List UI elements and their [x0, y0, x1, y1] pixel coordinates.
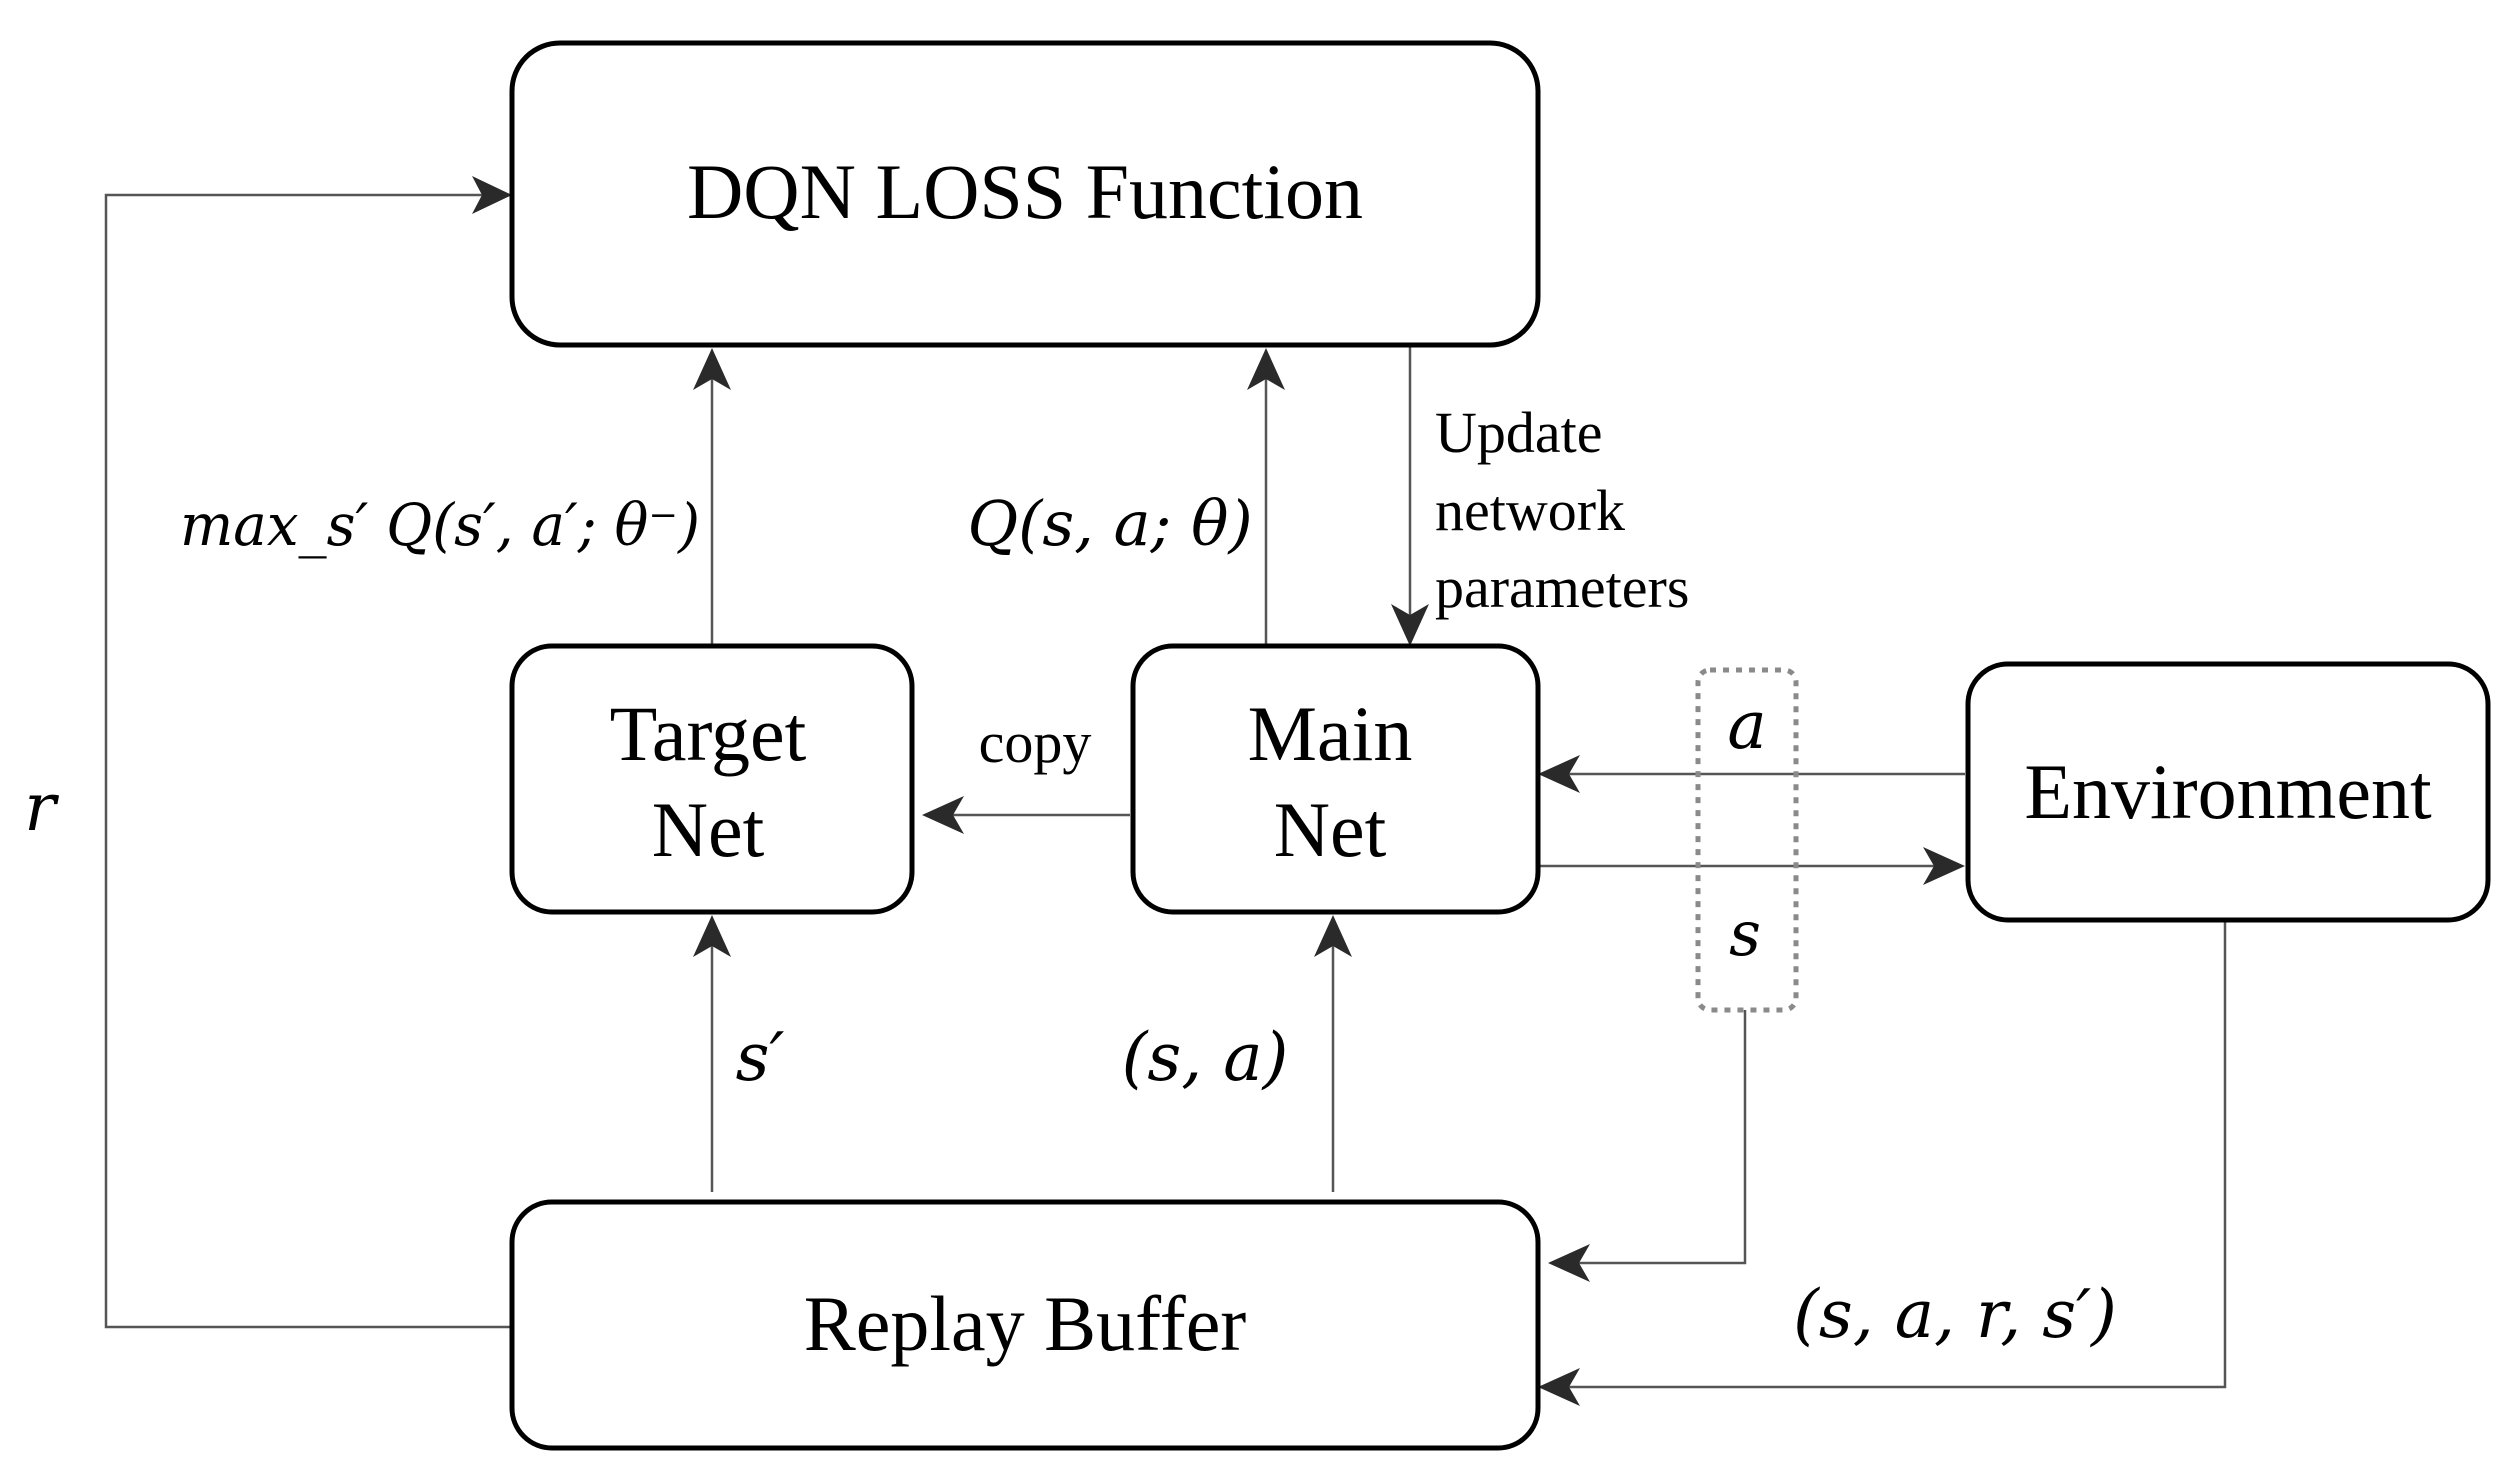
state-label: s	[1729, 897, 1761, 970]
reward-arrow-head	[472, 176, 512, 214]
action-state-group	[1695, 667, 1799, 1013]
buffer-to-main-head	[1314, 915, 1352, 957]
dqn-loss-label: DQN LOSS Function	[687, 148, 1363, 235]
environment-label: Environment	[2024, 748, 2432, 835]
reward-label: r	[24, 769, 59, 846]
state-action-label: (s, a)	[1122, 1019, 1289, 1096]
target-q-label: max_s′ Q(s′, a′; θ⁻)	[180, 491, 700, 559]
target-net-label-line1: Target	[610, 690, 807, 777]
as-to-buffer-line	[1570, 1010, 1747, 1265]
main-net-label-line2: Net	[1274, 786, 1387, 873]
transition-label: (s, a, r, s′)	[1793, 1276, 2117, 1353]
env-to-buffer-head	[1538, 1368, 1580, 1406]
main-to-env-head	[1923, 847, 1965, 885]
next-state-label: s′	[736, 1019, 785, 1096]
environment-box	[1965, 661, 2491, 923]
main-q-label: Q(s, a; θ)	[967, 487, 1252, 560]
action-label: a	[1727, 687, 1766, 764]
update-label-line1: Update	[1435, 400, 1603, 465]
buffer-to-target-head	[693, 915, 731, 957]
dqn-loss-box	[509, 40, 1541, 348]
replay-buffer-box	[509, 1199, 1541, 1451]
main-net-label-line1: Main	[1248, 690, 1413, 777]
reward-arrow-line	[104, 193, 512, 1329]
replay-buffer-label: Replay Buffer	[804, 1280, 1247, 1367]
update-label-line3: parameters	[1435, 555, 1689, 620]
env-to-buffer-line	[1560, 920, 2227, 1389]
target-net-box	[509, 643, 915, 915]
update-label-line2: network	[1435, 478, 1625, 543]
action-head	[1538, 755, 1580, 793]
main-to-loss-head	[1247, 348, 1285, 390]
as-to-buffer-head	[1548, 1244, 1590, 1282]
copy-label: copy	[979, 710, 1092, 775]
update-head	[1391, 604, 1429, 646]
target-to-loss-head	[693, 348, 731, 390]
target-net-label-line2: Net	[652, 786, 765, 873]
main-net-box	[1130, 643, 1541, 915]
copy-head	[922, 796, 964, 834]
